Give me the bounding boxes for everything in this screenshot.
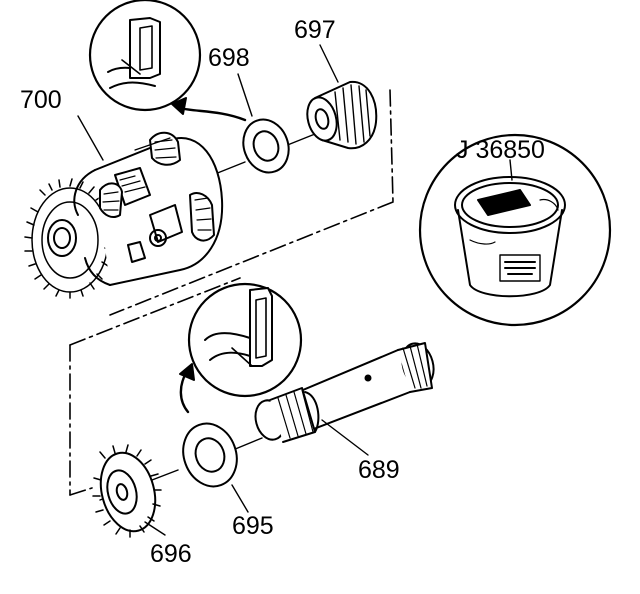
thrust-washer-lower-icon bbox=[182, 422, 238, 488]
leader-689 bbox=[321, 419, 369, 456]
callout-j36850: J 36850 bbox=[456, 136, 545, 164]
washer-tab-detail-icon bbox=[88, 0, 202, 112]
side-gear-icon bbox=[306, 80, 378, 150]
output-shaft-icon bbox=[254, 342, 435, 443]
callout-695: 695 bbox=[232, 512, 274, 540]
thrust-washer-icon bbox=[242, 118, 290, 174]
upper-detail-arrow bbox=[171, 97, 247, 122]
side-gear-lower-icon bbox=[92, 444, 162, 538]
leader-j36850 bbox=[509, 159, 513, 181]
callout-697: 697 bbox=[294, 16, 336, 44]
leader-697 bbox=[319, 44, 339, 83]
lower-detail-arrow bbox=[179, 363, 195, 414]
callout-689: 689 bbox=[358, 456, 400, 484]
leader-700 bbox=[77, 115, 104, 161]
lower-bracket-line bbox=[69, 277, 241, 496]
leader-696 bbox=[144, 521, 166, 536]
differential-case-icon bbox=[24, 131, 224, 299]
upper-bracket-line bbox=[109, 89, 394, 316]
leader-698 bbox=[237, 73, 253, 117]
callout-700: 700 bbox=[20, 86, 62, 114]
callout-698: 698 bbox=[208, 44, 250, 72]
leader-lines bbox=[77, 44, 513, 536]
callout-696: 696 bbox=[150, 540, 192, 568]
leader-695 bbox=[231, 484, 249, 513]
washer-tab-detail-icon-lower bbox=[187, 282, 303, 398]
grease-container-icon bbox=[418, 133, 612, 327]
